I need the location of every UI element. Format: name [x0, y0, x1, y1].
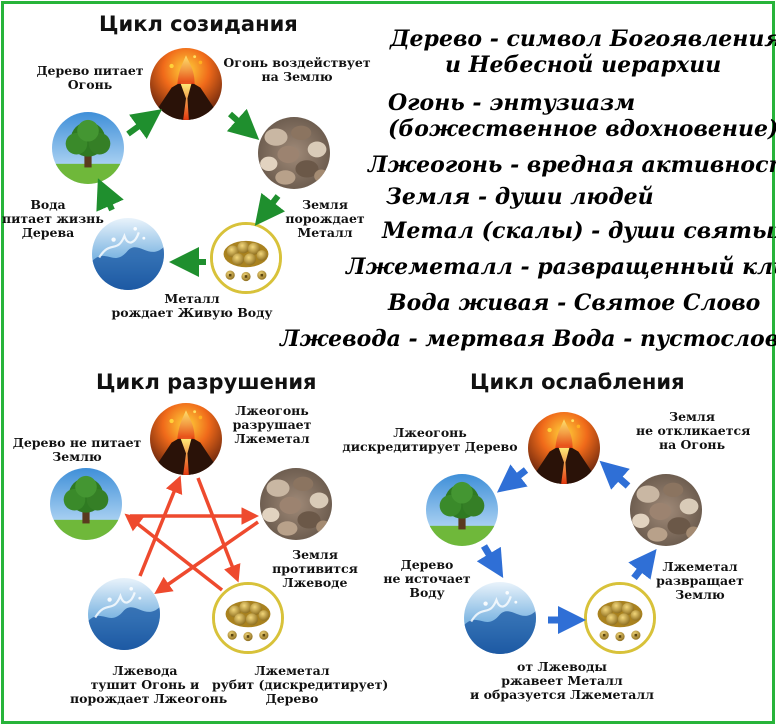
- destruction-cycle-title: Цикл разрушения: [96, 370, 317, 394]
- destruction-metal-node: [212, 582, 284, 654]
- creation-metal-node: [210, 222, 282, 294]
- legend-false-water: Лжевода - мертвая Вода - пустословие: [280, 326, 776, 352]
- legend-false-fire: Лжеогонь - вредная активность: [368, 152, 776, 178]
- legend-false-metal: Лжеметалл - развращенный клир: [346, 254, 776, 280]
- weakening-cycle-title: Цикл ослабления: [470, 370, 685, 394]
- weakening-metal-node: [584, 582, 656, 654]
- tree-icon: [426, 474, 498, 546]
- coins-icon: [213, 225, 279, 291]
- weakening-wood-node: [426, 474, 498, 546]
- tree-icon: [50, 468, 122, 540]
- pebbles-icon: [630, 474, 702, 546]
- creation-fire-node: [150, 48, 222, 120]
- volcano-icon: [150, 403, 222, 475]
- water-splash-icon: [464, 582, 536, 654]
- volcano-icon: [528, 412, 600, 484]
- weakening-water-node: [464, 582, 536, 654]
- weakening-fire-node: [528, 412, 600, 484]
- pebbles-icon: [260, 468, 332, 540]
- water-splash-icon: [88, 578, 160, 650]
- pebbles-icon: [258, 117, 330, 189]
- destruction-earth-node: [260, 468, 332, 540]
- coins-icon: [587, 585, 653, 651]
- volcano-icon: [150, 48, 222, 120]
- creation-earth-node: [258, 117, 330, 189]
- weakening-earth-node: [630, 474, 702, 546]
- destruction-fire-node: [150, 403, 222, 475]
- legend-metal: Метал (скалы) - души святых: [382, 218, 776, 244]
- legend-fire: Огонь - энтузиазм(божественное вдохновен…: [388, 90, 776, 142]
- destruction-wood-node: [50, 468, 122, 540]
- tree-icon: [52, 112, 124, 184]
- coins-icon: [215, 585, 281, 651]
- water-splash-icon: [92, 218, 164, 290]
- creation-wood-node: [52, 112, 124, 184]
- destruction-water-node: [88, 578, 160, 650]
- creation-cycle-title: Цикл созидания: [99, 12, 298, 36]
- legend-earth: Земля - души людей: [386, 184, 654, 210]
- legend-living-water: Вода живая - Святое Слово: [388, 290, 761, 316]
- creation-water-node: [92, 218, 164, 290]
